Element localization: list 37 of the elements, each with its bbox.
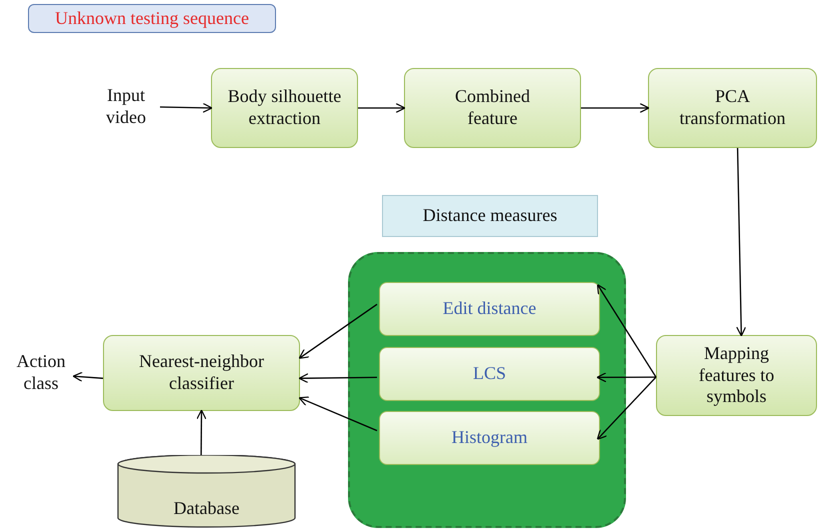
arrow [298, 396, 378, 432]
arrow [596, 284, 657, 378]
node-label: Edit distance [442, 298, 536, 320]
arrow [358, 102, 406, 114]
arrow [72, 372, 104, 382]
title-box [28, 4, 276, 33]
node-label: Database [174, 498, 240, 520]
node-label: PCA transformation [678, 86, 786, 130]
process-box [379, 411, 600, 465]
node-label: Histogram [452, 427, 528, 449]
node-label: Distance measures [422, 205, 558, 227]
node-label: LCS [472, 363, 506, 385]
arrow [581, 102, 650, 114]
database-cylinder [117, 455, 296, 528]
arrow [298, 304, 378, 359]
arrow [196, 410, 207, 455]
arrow [596, 376, 656, 440]
arrow [160, 102, 212, 113]
process-box [404, 68, 581, 148]
process-box [103, 335, 300, 411]
process-box [648, 68, 817, 148]
node-label: Input video [105, 85, 147, 129]
node-label: Body silhouette extraction [226, 86, 342, 130]
arrow [596, 372, 656, 382]
arrow [298, 373, 377, 384]
arrow [736, 148, 746, 336]
process-box [379, 347, 600, 401]
node-label: Nearest-neighbor classifier [138, 351, 265, 395]
process-box [211, 68, 358, 148]
node-label: Mapping features to symbols [698, 343, 776, 408]
group-container [348, 252, 626, 528]
heading-box [382, 195, 598, 237]
node-label: Combined feature [454, 86, 531, 130]
node-label: Action class [16, 351, 66, 395]
process-box [379, 282, 600, 336]
process-box [656, 335, 817, 416]
heading-text: Unknown testing sequence [55, 8, 249, 30]
